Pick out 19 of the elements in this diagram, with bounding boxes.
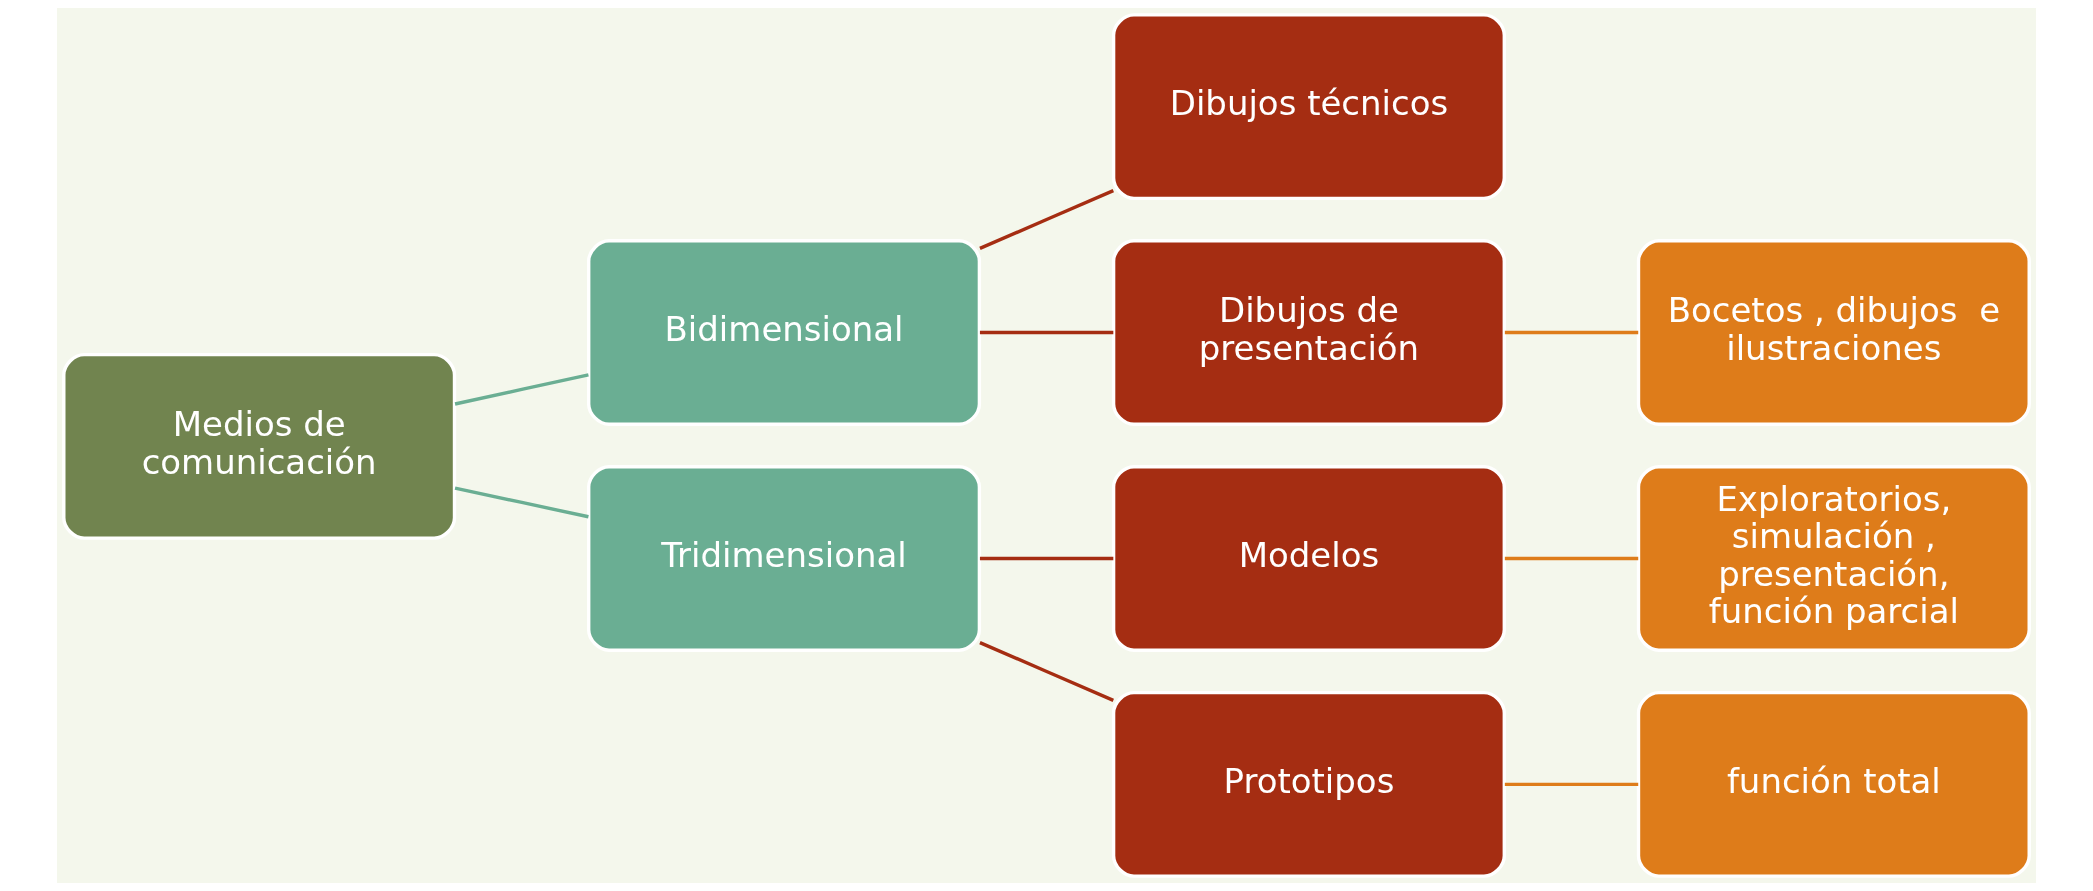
node-box: Exploratorios, simulación , presentación, función parcial (1636, 465, 2031, 652)
node-box: Medios de comunicación (62, 352, 457, 540)
node-box: Tridimensional (587, 465, 982, 652)
node-box: Dibujos técnicos (1111, 13, 1506, 201)
node-box: Dibujos de presentación (1111, 239, 1506, 426)
connector (454, 486, 589, 519)
connector (1504, 556, 1639, 561)
node-box: Prototipos (1111, 690, 1506, 878)
connector (979, 189, 1114, 250)
connector (454, 373, 589, 406)
connector (979, 556, 1114, 561)
connector (979, 641, 1114, 702)
connector (1504, 782, 1639, 787)
connector (979, 330, 1114, 335)
node-box: Modelos (1111, 465, 1506, 652)
node-box: Bocetos , dibujos e ilustraciones (1636, 239, 2031, 426)
connector (1504, 330, 1639, 335)
node-box: función total (1636, 690, 2031, 878)
node-box: Bidimensional (587, 239, 982, 426)
